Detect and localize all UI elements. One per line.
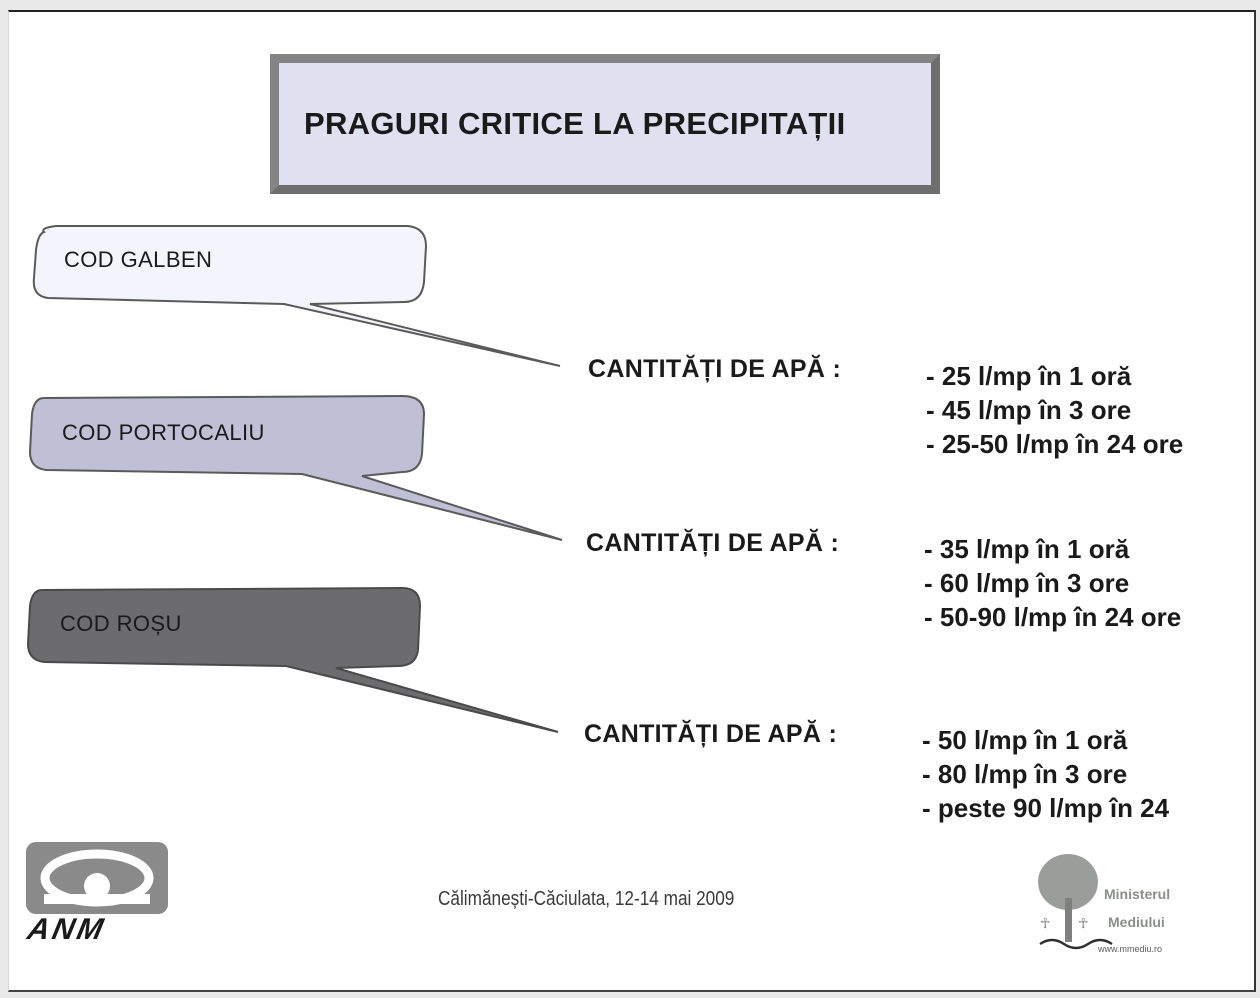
quantity-label-galben: CANTITĂȚI DE APĂ : — [588, 355, 842, 383]
value-item: - 50-90 l/mp în 24 ore — [924, 602, 1182, 632]
code-label-portocaliu: COD PORTOCALIU — [62, 420, 265, 445]
ministry-tree-logo-icon: ☥ ☥ — [1038, 854, 1113, 950]
ministry-url: www.mmediu.ro — [1098, 944, 1163, 954]
value-item: - 35 l/mp în 1 oră — [924, 534, 1130, 564]
footer-location-date: Călimănești-Căciulata, 12-14 mai 2009 — [438, 888, 735, 910]
value-item: - 25-50 l/mp în 24 ore — [926, 429, 1184, 459]
value-item: - 25 l/mp în 1 oră — [926, 361, 1132, 391]
callout-galben — [32, 225, 561, 367]
callout-portocaliu — [28, 394, 563, 541]
value-item: - peste 90 l/mp în 24 — [922, 793, 1170, 823]
code-label-rosu: COD ROȘU — [60, 611, 182, 636]
callout-rosu — [26, 586, 559, 733]
value-item: - 45 l/mp în 3 ore — [926, 395, 1132, 425]
title-box — [270, 54, 940, 194]
slide-title: PRAGURI CRITICE LA PRECIPITAȚII — [304, 106, 846, 141]
values-list-rosu: - 50 l/mp în 1 oră - 80 l/mp în 3 ore - … — [922, 723, 1169, 825]
value-item: - 60 l/mp în 3 ore — [924, 568, 1130, 598]
svg-text:☥: ☥ — [1040, 916, 1050, 932]
anm-logo-icon — [26, 842, 168, 914]
ministry-name-line1: Ministerul — [1104, 886, 1171, 902]
ministry-name-line2: Mediului — [1108, 914, 1165, 930]
code-label-galben: COD GALBEN — [64, 247, 213, 272]
svg-text:☥: ☥ — [1078, 916, 1088, 932]
quantity-label-portocaliu: CANTITĂȚI DE APĂ : — [586, 529, 840, 557]
quantity-label-rosu: CANTITĂȚI DE APĂ : — [584, 720, 838, 748]
anm-logo-text: ANM — [24, 913, 109, 946]
value-item: - 50 l/mp în 1 oră — [922, 725, 1128, 755]
value-item: - 80 l/mp în 3 ore — [922, 759, 1128, 789]
values-list-galben: - 25 l/mp în 1 oră - 45 l/mp în 3 ore - … — [926, 359, 1183, 461]
values-list-portocaliu: - 35 l/mp în 1 oră - 60 l/mp în 3 ore - … — [924, 532, 1181, 634]
